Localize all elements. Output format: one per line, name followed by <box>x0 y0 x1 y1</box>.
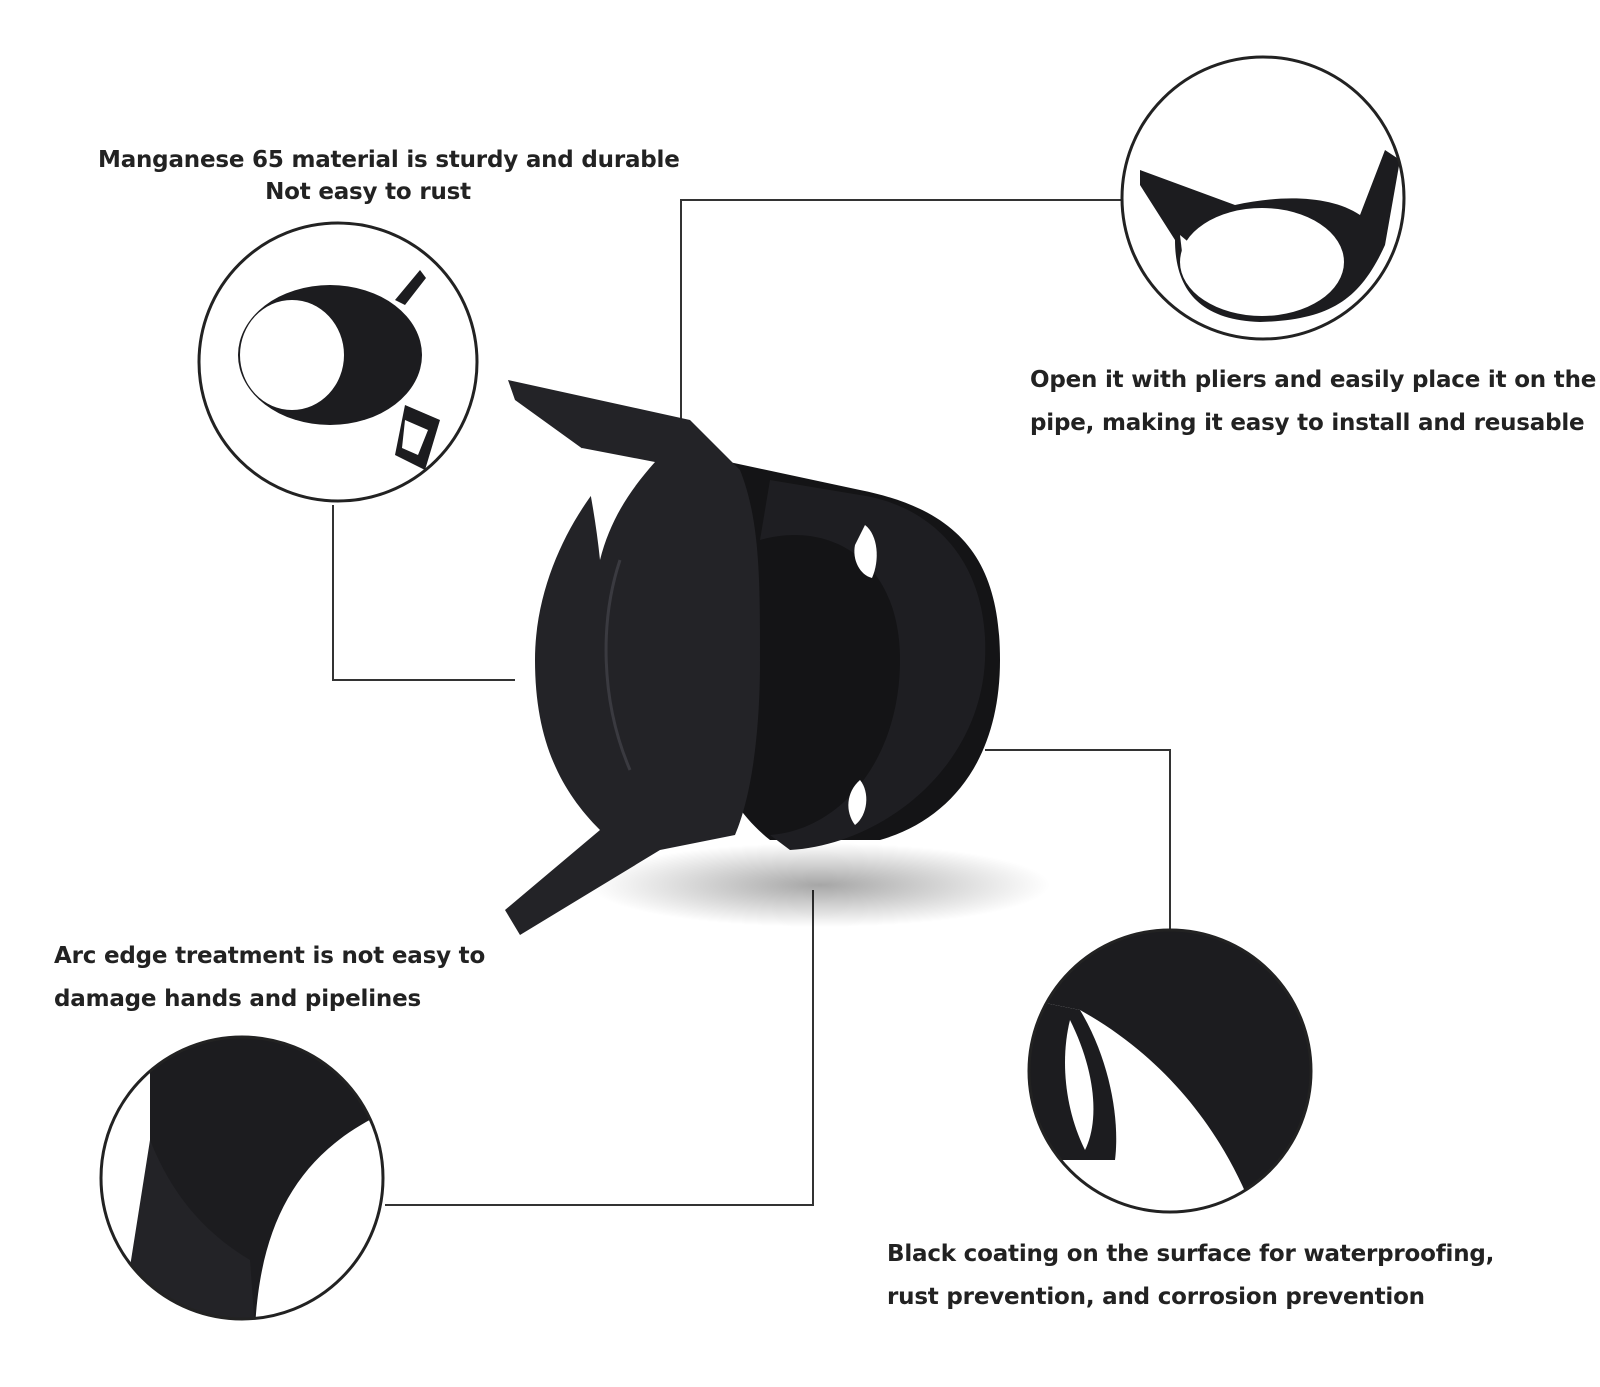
leader-line-bottom-right <box>985 749 1171 930</box>
callout-installation: Open it with pliers and easily place it … <box>1030 359 1596 445</box>
callout-material-line-1: Manganese 65 material is sturdy and dura… <box>98 147 680 173</box>
detail-circle-bottom-left <box>99 1035 385 1321</box>
callout-coating-line-2: rust prevention, and corrosion preventio… <box>887 1284 1425 1310</box>
callout-arc-edge: Arc edge treatment is not easy to damage… <box>54 935 485 1021</box>
callout-arc-edge-line-1: Arc edge treatment is not easy to <box>54 943 486 969</box>
clamp-slot-right-bottom <box>848 780 867 825</box>
leader-line-top-right <box>680 199 1122 420</box>
callout-coating-line-1: Black coating on the surface for waterpr… <box>887 1241 1495 1267</box>
detail-circle-bottom-right <box>1027 928 1313 1214</box>
callout-material-line-2: Not easy to rust <box>265 179 471 205</box>
clamp-tab-loop <box>505 380 760 935</box>
leader-line-bottom-left <box>385 890 814 1206</box>
clamp-shadow <box>590 843 1050 927</box>
callout-arc-edge-line-2: damage hands and pipelines <box>54 986 421 1012</box>
clamp-band-front <box>760 480 986 850</box>
clamp-slot-top <box>582 448 655 560</box>
callout-material: Manganese 65 material is sturdy and dura… <box>98 144 680 208</box>
clamp-slot-right-top <box>854 525 877 578</box>
spring-clamp-main <box>505 380 1050 935</box>
leader-lines <box>332 199 1171 1206</box>
callout-installation-line-2: pipe, making it easy to install and reus… <box>1030 410 1585 436</box>
detail-circle-top-right <box>1120 55 1406 341</box>
callout-installation-line-1: Open it with pliers and easily place it … <box>1030 367 1597 393</box>
clamp-highlight <box>604 559 632 771</box>
detail-circle-top-left <box>197 221 479 503</box>
callout-coating: Black coating on the surface for waterpr… <box>887 1233 1494 1319</box>
leader-line-top-left <box>332 505 515 681</box>
